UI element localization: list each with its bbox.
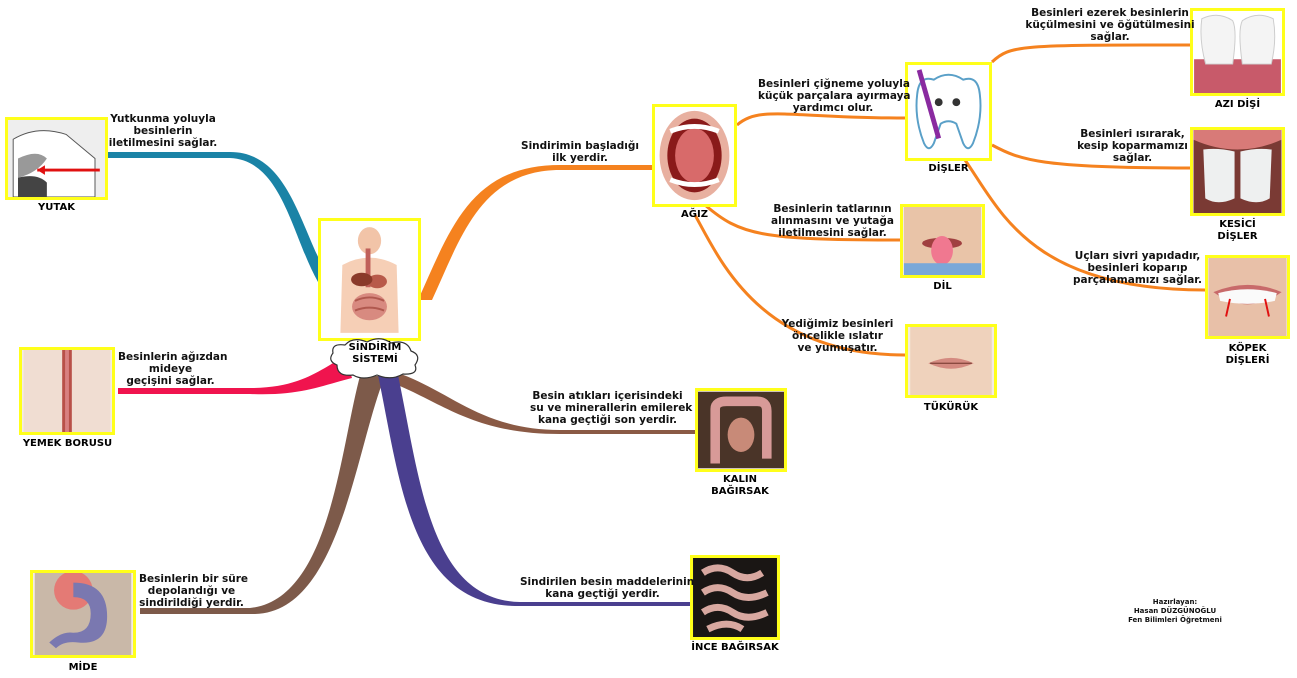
disler-label: DİŞLER	[928, 163, 969, 174]
branch-yutak	[108, 152, 330, 282]
ince-bagirsak-image	[690, 555, 780, 640]
kopek-disleri-image	[1205, 255, 1290, 339]
author-credit: Hazırlayan: Hasan DÜZGÜNOĞLU Fen Bilimle…	[1105, 598, 1245, 625]
lips-icon	[910, 327, 992, 395]
yutak-image	[5, 117, 108, 200]
tooth-mascot-icon	[915, 69, 982, 150]
credit-line2: Hasan DÜZGÜNOĞLU	[1133, 607, 1217, 615]
branch-tukuruk	[693, 214, 906, 357]
credit-line3: Fen Bilimleri Öğretmeni	[1128, 616, 1222, 624]
dil-label: DİL	[933, 281, 952, 292]
incisor-teeth-icon	[1193, 130, 1282, 213]
digestive-system-icon	[340, 227, 399, 333]
canine-teeth-icon	[1208, 258, 1287, 336]
agiz-label: AĞIZ	[681, 209, 708, 220]
dil-image	[900, 204, 985, 278]
throat-icon	[8, 120, 105, 197]
stomach-icon	[34, 573, 132, 655]
branch-yemek-borusu	[118, 356, 352, 395]
branch-disler	[736, 112, 906, 127]
branch-azi-disi	[990, 43, 1191, 64]
branch-dil	[704, 203, 901, 242]
branch-agiz	[418, 165, 655, 300]
tongue-icon	[903, 207, 982, 275]
ince-bagirsak-label: İNCE BAĞIRSAK	[691, 642, 779, 653]
agiz-image	[652, 104, 737, 207]
yemek-borusu-label: YEMEK BORUSU	[22, 438, 113, 449]
yemek-borusu-image	[19, 347, 115, 435]
esophagus-icon	[23, 350, 111, 432]
mide-label: MİDE	[68, 662, 98, 673]
large-intestine-icon	[698, 391, 784, 469]
azi-disi-label: AZI DİŞİ	[1214, 99, 1261, 110]
mide-image	[30, 570, 136, 658]
kalin-bagirsak-image	[695, 388, 787, 472]
mouth-icon	[659, 110, 730, 201]
tukuruk-image	[905, 324, 997, 398]
branch-kesici	[991, 143, 1191, 170]
center-label-line2: SİSTEMİ	[352, 354, 398, 365]
yutak-label: YUTAK	[38, 202, 75, 213]
center-cloud	[330, 338, 419, 379]
azi-disi-image	[1190, 8, 1285, 96]
branch-mide	[140, 376, 385, 614]
center-image-frame	[318, 218, 421, 341]
small-intestine-icon	[693, 558, 777, 637]
tukuruk-label: TÜKÜRÜK	[923, 402, 979, 413]
kesici-disler-image	[1190, 127, 1285, 216]
branch-kopek	[963, 159, 1206, 292]
center-label-line1: SİNDİRİM	[348, 342, 402, 353]
molar-tooth-icon	[1194, 11, 1281, 93]
disler-image	[905, 62, 992, 161]
center-label: SİNDİRİM SİSTEMİ	[330, 342, 420, 366]
kopek-disleri-description: Uçları sivri yapıdadır,besinleri koparıp…	[1073, 250, 1202, 286]
credit-line1: Hazırlayan:	[1152, 598, 1198, 606]
branch-kalin-bagirsak	[385, 372, 695, 434]
